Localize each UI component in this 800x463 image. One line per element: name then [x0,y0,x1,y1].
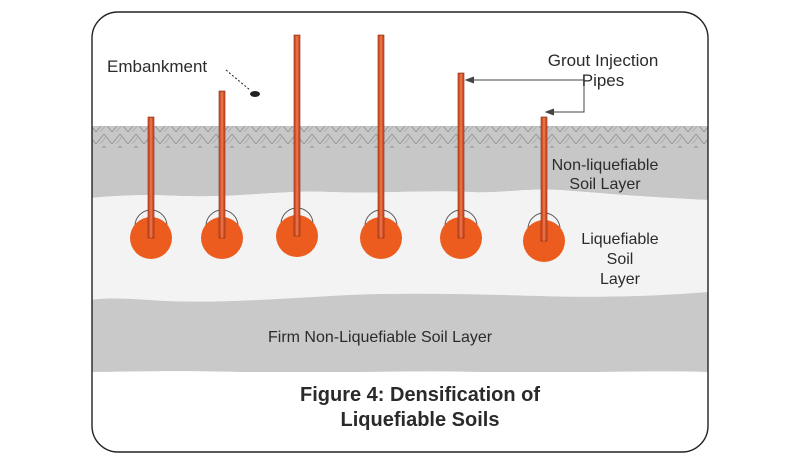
caption-line2: Liquefiable Soils [340,409,500,431]
label-liquefiable: Liquefiable Soil Layer [560,230,680,290]
grout-pipe-1 [130,116,172,259]
label-liq-line2: Soil [606,251,634,268]
grout-pipe-4 [360,34,402,259]
hatch-band [92,126,708,148]
label-non-liquefiable: Non-liquefiable Soil Layer [525,156,685,194]
figure-frame [91,11,709,453]
grout-pipe-2 [201,90,243,259]
label-liq-line1: Liquefiable [581,231,659,248]
grout-pipe-5 [440,72,482,259]
label-grout-injection-pipes: Grout Injection Pipes [528,51,678,92]
firm-layer [92,292,708,373]
label-nonliq-line2: Soil Layer [569,176,641,194]
embankment-pointer [225,69,260,97]
label-embankment: Embankment [107,57,208,76]
figure-caption: Figure 4: Densification of Liquefiable S… [200,383,640,433]
grout-pipe-3 [276,34,318,257]
grout-pipes [130,34,565,262]
label-grout-line2: Pipes [581,71,625,91]
label-nonliq-line1: Non-liquefiable [551,157,659,174]
label-firm-layer: Firm Non-Liquefiable Soil Layer [268,329,493,346]
soil-layers [92,12,708,452]
grout-leader-lines [464,76,585,116]
caption-line1: Figure 4: Densification of [299,384,541,406]
grout-pipe-6 [523,116,565,262]
label-grout-line1: Grout Injection [547,51,659,70]
label-liq-line3: Layer [599,271,641,288]
